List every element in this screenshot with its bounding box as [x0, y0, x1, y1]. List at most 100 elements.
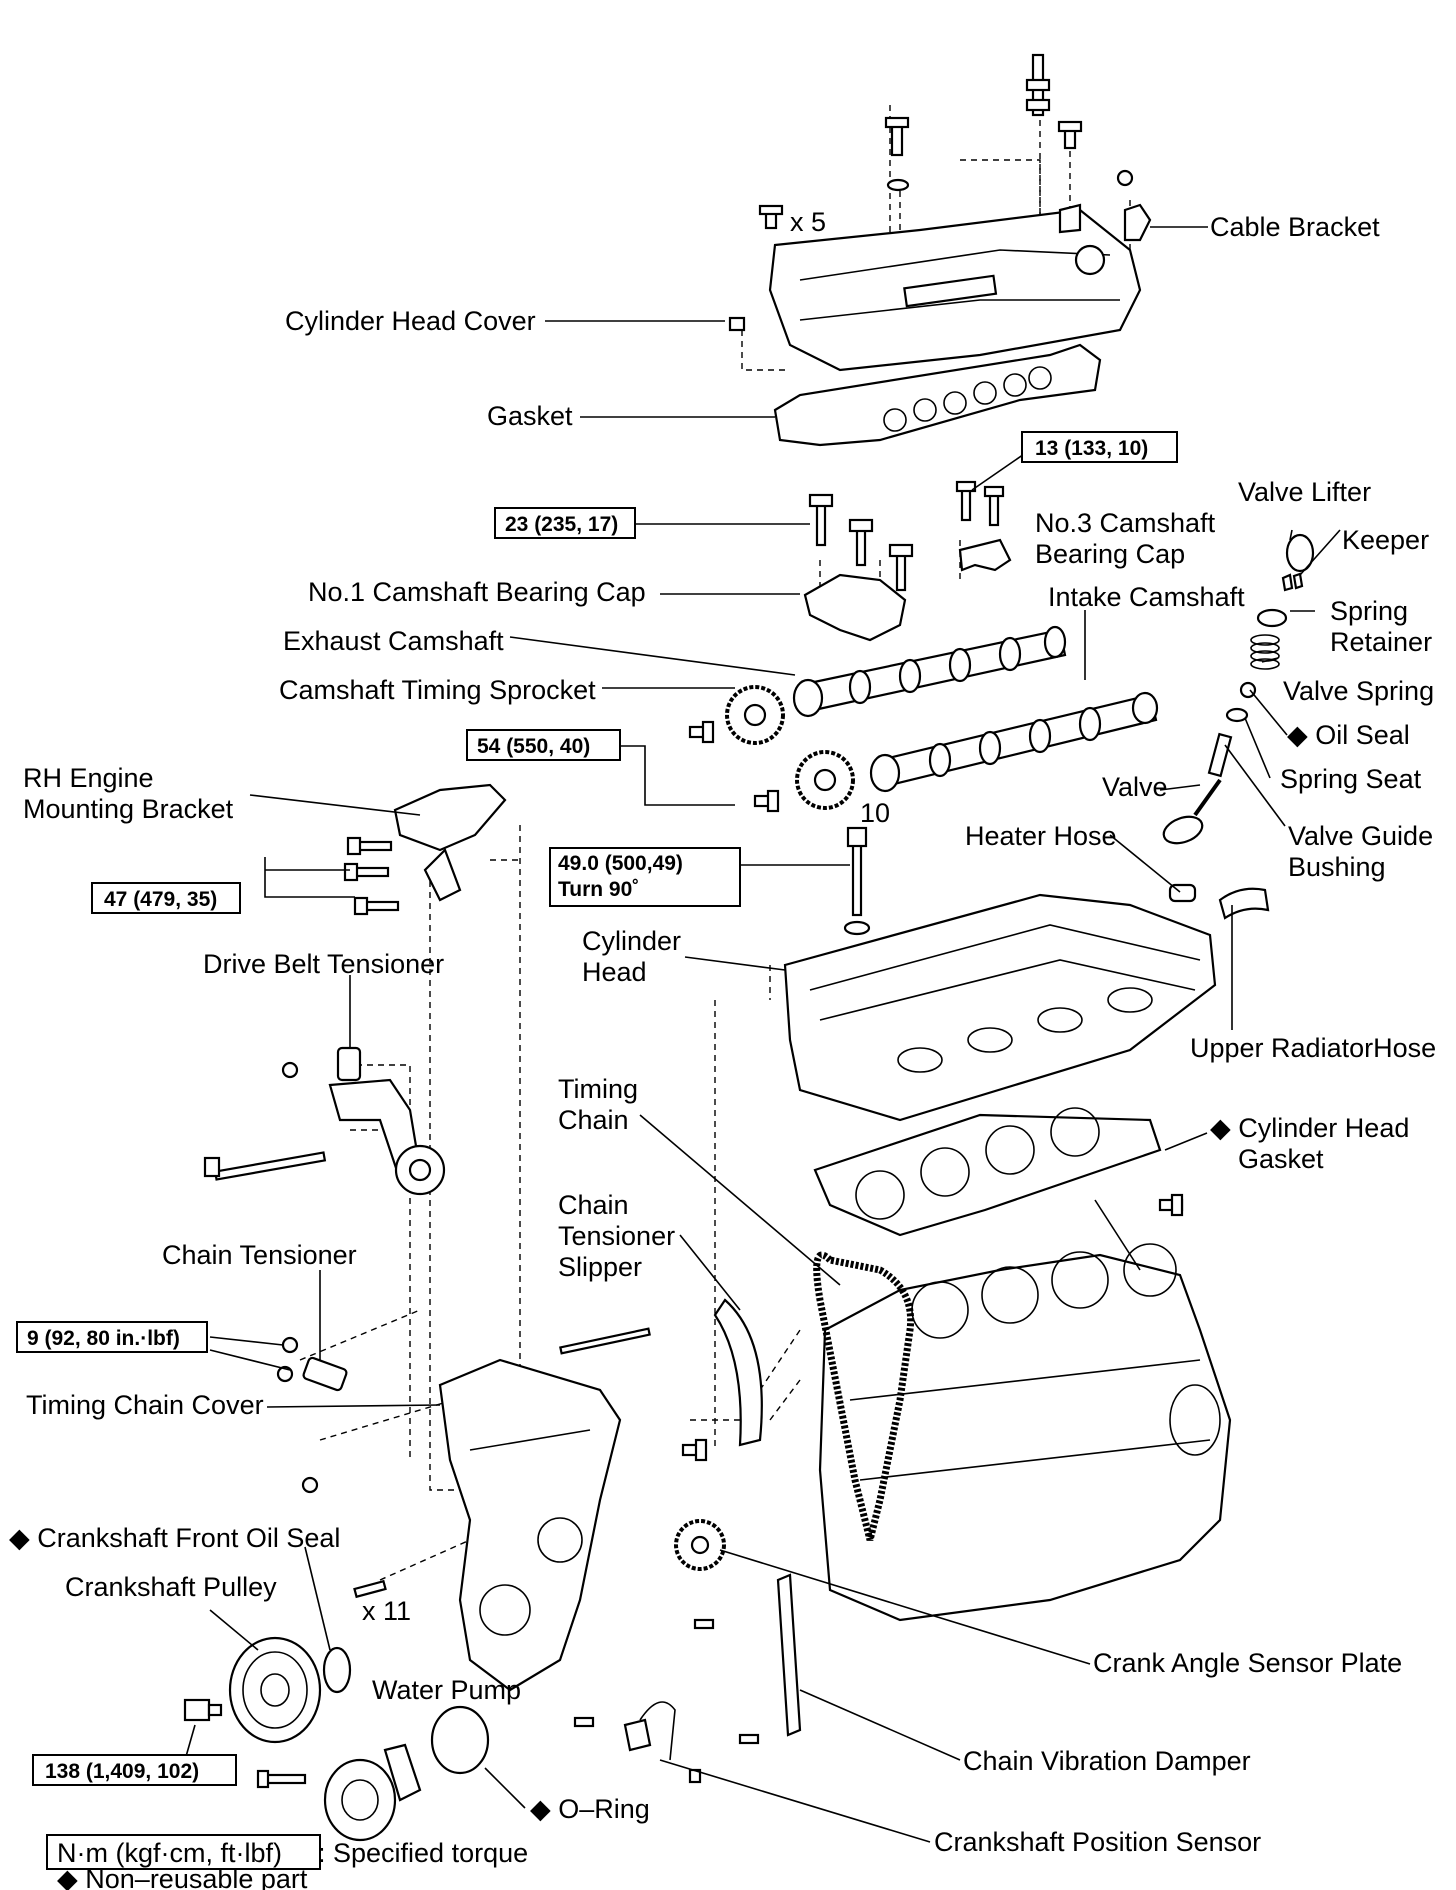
label-valve: Valve [1102, 772, 1168, 802]
bolt-icon [983, 485, 1005, 527]
bolt-icon [183, 1698, 223, 1722]
bolt-icon [848, 518, 874, 567]
cylinder-head-cover [768, 208, 1142, 372]
label-spring-retainer-2: Retainer [1330, 627, 1432, 657]
no3-camshaft-bearing-cap [955, 480, 1012, 572]
label-cyl-head-gasket-1: ◆ Cylinder Head [1210, 1113, 1409, 1143]
oil-seal-icon [1239, 681, 1257, 699]
water-pump [256, 1743, 422, 1842]
label-cylinder-head-1: Cylinder [582, 926, 681, 956]
torque-spec-47: 47 (479, 35) [91, 882, 241, 914]
bolt-icon [203, 1151, 327, 1181]
label-oil-seal: ◆ Oil Seal [1287, 720, 1410, 750]
spring-retainer-icon [1256, 608, 1288, 628]
label-crankshaft-position-sensor: Crankshaft Position Sensor [934, 1827, 1261, 1857]
bolt-icon [955, 480, 977, 522]
no1-camshaft-bearing-cap [803, 493, 914, 642]
bolt-icon [1057, 120, 1083, 150]
label-x11: x 11 [362, 1596, 411, 1626]
crankshaft-front-oil-seal [322, 1646, 352, 1694]
bolt-icon [1025, 53, 1051, 117]
cover-bolts [728, 53, 1134, 332]
label-timing-chain-2: Chain [558, 1105, 629, 1135]
svg-text:13 (133, 10): 13 (133, 10) [1035, 437, 1148, 460]
label-x5: x 5 [790, 207, 826, 237]
crank-angle-sensor-plate [674, 1519, 726, 1571]
label-spring-retainer-1: Spring [1330, 596, 1408, 626]
nut-icon [301, 1476, 319, 1494]
crankshaft-pulley [228, 1636, 322, 1744]
chain-tensioner [276, 1336, 348, 1392]
cylinder-block [818, 1193, 1232, 1622]
label-crankshaft-front-oil-seal: ◆ Crankshaft Front Oil Seal [9, 1523, 340, 1553]
bolt-icon [353, 896, 400, 916]
torque-spec-54: 54 (550, 40) [466, 729, 621, 761]
label-chain-tensioner-slipper-1: Chain [558, 1190, 629, 1220]
label-spring-seat: Spring Seat [1280, 764, 1422, 794]
o-ring [430, 1705, 490, 1775]
label-valve-guide-2: Bushing [1288, 852, 1386, 882]
torque-spec-9: 9 (92, 80 in.·lbf) [16, 1321, 208, 1353]
label-heater-hose: Heater Hose [965, 821, 1117, 851]
nut-icon [728, 316, 746, 332]
svg-text:23 (235, 17): 23 (235, 17) [505, 513, 618, 536]
label-chain-tensioner-slipper-3: Slipper [558, 1252, 642, 1282]
svg-text:54 (550, 40): 54 (550, 40) [477, 735, 590, 758]
label-gasket: Gasket [487, 401, 573, 431]
label-water-pump: Water Pump [372, 1675, 521, 1705]
crankshaft-position-sensor [573, 1701, 702, 1784]
washer-icon [886, 178, 910, 192]
part-labels: Cable Bracket x 5 Cylinder Head Cover Ga… [9, 207, 1436, 1857]
exhaust-camshaft [792, 625, 1067, 718]
valve-train [1162, 533, 1315, 845]
torque-spec-13: 13 (133, 10) [1021, 431, 1178, 463]
valve-icon [1162, 778, 1222, 845]
stud-icon [559, 1327, 651, 1355]
bolt-icon [681, 1438, 708, 1462]
label-keeper: Keeper [1342, 525, 1429, 555]
bolt-icon [688, 720, 715, 744]
label-camshaft-timing-sprocket: Camshaft Timing Sprocket [279, 675, 596, 705]
drive-belt-tensioner [203, 1046, 446, 1196]
cylinder-head-gasket [813, 1107, 1162, 1237]
label-o-ring: ◆ O–Ring [530, 1794, 650, 1824]
bolt-icon [346, 836, 393, 856]
label-cyl-head-gasket-2: Gasket [1238, 1144, 1324, 1174]
label-cylinder-head-cover: Cylinder Head Cover [285, 306, 536, 336]
bolt-icon [256, 1769, 307, 1789]
bolt-icon [343, 862, 390, 882]
nut-icon [276, 1365, 294, 1383]
torque-spec-49: 49.0 (500,49) Turn 90˚ [549, 847, 741, 907]
svg-text:49.0 (500,49): 49.0 (500,49) [558, 852, 683, 875]
bolt-icon [353, 1579, 387, 1599]
svg-text:9 (92, 80 in.·lbf): 9 (92, 80 in.·lbf) [27, 1327, 180, 1350]
nut-icon [281, 1336, 299, 1354]
spring-seat-icon [1225, 707, 1249, 723]
camshaft-timing-sprocket-upper [725, 685, 785, 745]
torque-spec-23: 23 (235, 17) [494, 507, 636, 539]
label-crank-angle-sensor-plate: Crank Angle Sensor Plate [1093, 1648, 1402, 1678]
torque-spec-138: 138 (1,409, 102) [32, 1754, 237, 1786]
bolt-icon [758, 204, 784, 230]
legend-units-box: N·m (kgf·cm, ft·lbf) [57, 1838, 282, 1868]
svg-text:Turn 90˚: Turn 90˚ [558, 878, 639, 901]
label-valve-lifter: Valve Lifter [1238, 477, 1371, 507]
bolt-icon [888, 543, 914, 592]
label-cable-bracket: Cable Bracket [1210, 212, 1380, 242]
grommet-icon [1116, 169, 1134, 187]
label-timing-chain-cover: Timing Chain Cover [26, 1390, 264, 1420]
legend-units-text: : Specified torque [318, 1838, 528, 1868]
bolt-icon [573, 1716, 595, 1728]
bolt-icon [738, 1733, 760, 1745]
label-no3-cap-2: Bearing Cap [1035, 539, 1185, 569]
timing-chain-cover [301, 1327, 651, 1692]
label-upper-radiator-hose: Upper RadiatorHose [1190, 1033, 1436, 1063]
svg-text:47 (479, 35): 47 (479, 35) [104, 888, 217, 911]
chain-tensioner-slipper [681, 1298, 763, 1462]
sprocket-bolts [688, 720, 780, 813]
bolt-icon [884, 116, 910, 157]
label-exhaust-camshaft: Exhaust Camshaft [283, 626, 504, 656]
bolt-icon [753, 789, 780, 813]
label-crankshaft-pulley: Crankshaft Pulley [65, 1572, 277, 1602]
head-cover-gasket [773, 343, 1102, 447]
